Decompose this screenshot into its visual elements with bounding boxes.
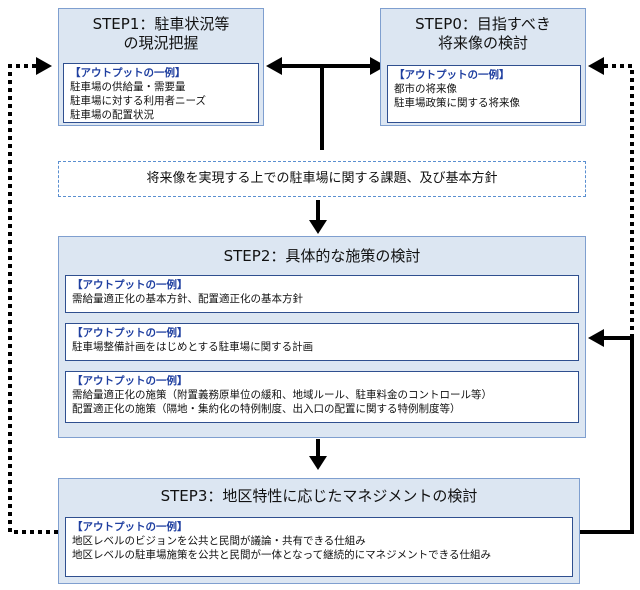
step3-output-line: 地区レベルの駐車場施策を公共と民間が一体となって継続的にマネジメントできる仕組み bbox=[72, 549, 491, 561]
step0-title: STEP0：目指すべき 将来像の検討 bbox=[381, 15, 585, 53]
step2-output-line: 配置適正化の施策（隔地・集約化の特例制度、出入口の配置に関する特例制度等） bbox=[72, 403, 461, 415]
step2-output-1: 【アウトプットの一例】 需給量適正化の基本方針、配置適正化の基本方針 bbox=[65, 275, 579, 313]
step1-box: STEP1：駐車状況等 の現況把握 【アウトプットの一例】 駐車場の供給量・需要… bbox=[58, 8, 264, 126]
step2-output-line: 需給量適正化の基本方針、配置適正化の基本方針 bbox=[72, 293, 303, 305]
step0-title-line1: STEP0：目指すべき bbox=[415, 15, 551, 33]
step2-output-heading: 【アウトプットの一例】 bbox=[72, 375, 188, 387]
merge-connector bbox=[266, 57, 386, 150]
step3-title: STEP3：地区特性に応じたマネジメントの検討 bbox=[160, 487, 478, 505]
feedback-solid-right bbox=[580, 329, 634, 534]
step0-output: 【アウトプットの一例】 都市の将来像 駐車場政策に関する将来像 bbox=[387, 65, 581, 123]
step3-output: 【アウトプットの一例】 地区レベルのビジョンを公共と民間が議論・共有できる仕組み… bbox=[65, 517, 573, 577]
step1-title-line2: の現況把握 bbox=[123, 34, 199, 52]
step0-output-line: 駐車場政策に関する将来像 bbox=[394, 97, 520, 109]
step1-title: STEP1：駐車状況等 の現況把握 bbox=[59, 15, 263, 53]
step2-title: STEP2：具体的な施策の検討 bbox=[223, 247, 421, 265]
step2-output-heading: 【アウトプットの一例】 bbox=[72, 327, 188, 339]
step0-output-heading: 【アウトプットの一例】 bbox=[394, 69, 510, 81]
step1-title-line1: STEP1：駐車状況等 bbox=[92, 15, 230, 33]
step3-box: STEP3：地区特性に応じたマネジメントの検討 【アウトプットの一例】 地区レベ… bbox=[58, 478, 580, 584]
step1-output: 【アウトプットの一例】 駐車場の供給量・需要量 駐車場に対する利用者ニーズ 駐車… bbox=[63, 63, 259, 123]
step1-output-line: 駐車場の供給量・需要量 bbox=[70, 81, 186, 93]
step2-output-line: 駐車場整備計画をはじめとする駐車場に関する計画 bbox=[72, 341, 314, 353]
issues-text: 将来像を実現する上での駐車場に関する課題、及び基本方針 bbox=[146, 171, 498, 186]
step2-box: STEP2：具体的な施策の検討 【アウトプットの一例】 需給量適正化の基本方針、… bbox=[58, 236, 586, 438]
step3-output-heading: 【アウトプットの一例】 bbox=[72, 521, 188, 533]
step2-output-3: 【アウトプットの一例】 需給量適正化の施策（附置義務原単位の緩和、地域ルール、駐… bbox=[65, 371, 579, 423]
step2-output-line: 需給量適正化の施策（附置義務原単位の緩和、地域ルール、駐車料金のコントロール等） bbox=[72, 389, 492, 401]
issues-box: 将来像を実現する上での駐車場に関する課題、及び基本方針 bbox=[58, 161, 586, 197]
step0-box: STEP0：目指すべき 将来像の検討 【アウトプットの一例】 都市の将来像 駐車… bbox=[380, 8, 586, 126]
step0-title-line2: 将来像の検討 bbox=[437, 34, 528, 52]
step2-output-2: 【アウトプットの一例】 駐車場整備計画をはじめとする駐車場に関する計画 bbox=[65, 323, 579, 361]
step3-output-line: 地区レベルのビジョンを公共と民間が議論・共有できる仕組み bbox=[72, 535, 366, 547]
step0-output-line: 都市の将来像 bbox=[394, 83, 457, 95]
step1-output-heading: 【アウトプットの一例】 bbox=[70, 67, 186, 79]
arrow-step2-to-step3 bbox=[309, 439, 327, 470]
feedback-loop-left bbox=[8, 57, 58, 534]
feedback-loop-right-dotted bbox=[588, 57, 634, 338]
step1-output-line: 駐車場の配置状況 bbox=[70, 109, 154, 121]
step1-output-line: 駐車場に対する利用者ニーズ bbox=[70, 95, 206, 107]
arrow-issues-to-step2 bbox=[309, 200, 327, 234]
step2-output-heading: 【アウトプットの一例】 bbox=[72, 279, 188, 291]
